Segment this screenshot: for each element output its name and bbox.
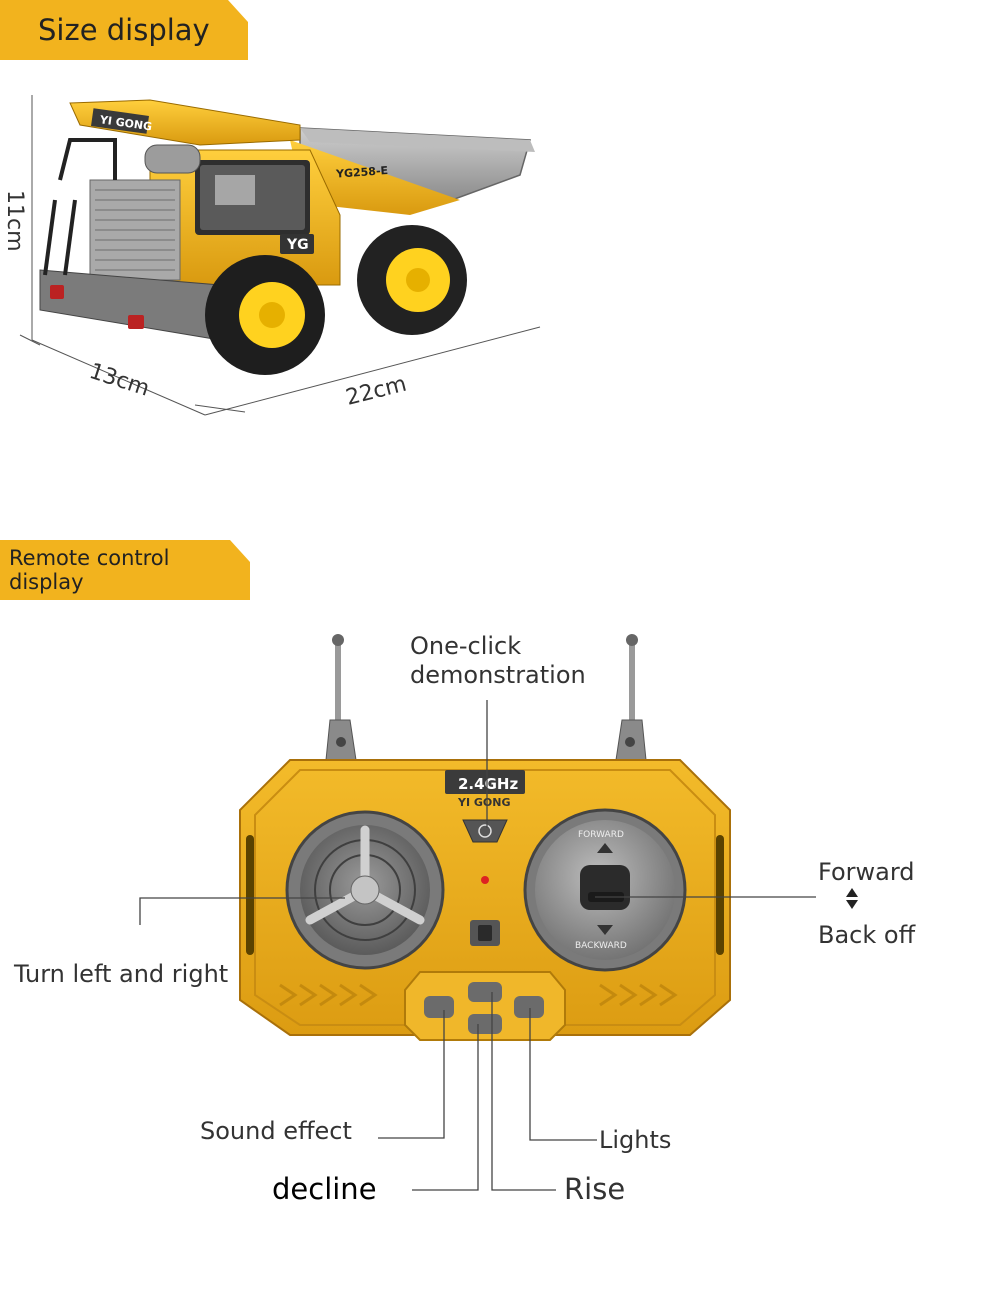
remote-display-banner: Remote control display — [0, 540, 250, 600]
remote-brand: YI GONG — [457, 796, 511, 809]
lights-button[interactable] — [514, 996, 544, 1018]
sound-button[interactable] — [424, 996, 454, 1018]
up-arrow-icon — [846, 888, 858, 897]
down-arrow-icon — [846, 900, 858, 909]
remote-control-image: 2.4GHz YI GONG FORWAR — [239, 634, 731, 1041]
callout-rise: Rise — [564, 1172, 626, 1206]
callout-decline: decline — [272, 1172, 377, 1206]
throttle-stick[interactable] — [523, 808, 687, 972]
power-led — [481, 876, 489, 884]
joystick-forward-label: FORWARD — [578, 830, 624, 840]
callout-lights: Lights — [599, 1126, 672, 1154]
truck-grille-badge: YG — [286, 237, 309, 253]
remote-frequency: 2.4GHz — [458, 775, 518, 793]
callout-demo: One-click demonstration — [410, 632, 586, 689]
truck-model-code: YG258-E — [335, 164, 389, 181]
callout-turn: Turn left and right — [14, 960, 229, 988]
dimension-length: 22cm — [343, 372, 409, 411]
size-display-title: Size display — [38, 13, 210, 47]
size-display-banner: Size display — [0, 0, 248, 60]
dimension-height: 11cm — [2, 190, 27, 252]
callout-sound: Sound effect — [200, 1117, 352, 1145]
steering-knob[interactable] — [285, 810, 445, 970]
decline-button[interactable] — [468, 1014, 502, 1034]
antenna-right — [615, 634, 647, 761]
antenna-left — [325, 634, 357, 761]
dimension-lines — [19, 95, 541, 416]
rise-button[interactable] — [468, 982, 502, 1002]
callout-lines — [139, 700, 816, 1191]
callout-back-off: Back off — [818, 921, 916, 949]
dump-truck-image: YI GONG YG258-E YG — [39, 99, 535, 375]
dimension-width: 13cm — [86, 359, 152, 402]
joystick-backward-label: BACKWARD — [575, 941, 627, 951]
demo-button[interactable] — [462, 819, 508, 843]
remote-display-title: Remote control display — [9, 546, 170, 594]
callout-forward: Forward — [818, 858, 915, 886]
